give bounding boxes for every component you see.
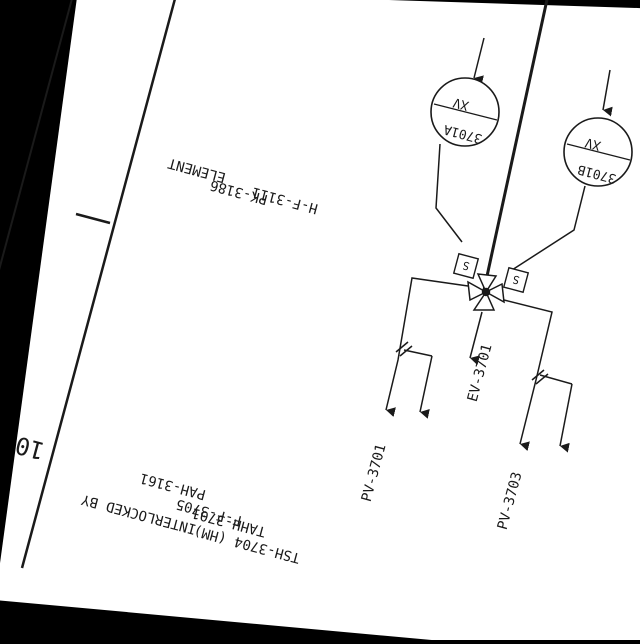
xv-3701b-bubble[interactable]: XV 3701B xyxy=(563,117,633,187)
xv-3701a-bubble[interactable]: XV 3701A xyxy=(430,77,500,147)
xv-3701b-type: XV xyxy=(583,134,602,153)
outlet-piping xyxy=(385,277,573,453)
solenoid-a-label: S xyxy=(461,258,471,272)
process-line xyxy=(482,0,549,291)
four-way-valve[interactable] xyxy=(467,273,505,311)
signal-lines xyxy=(435,37,613,271)
sheet-border xyxy=(0,0,176,569)
solenoid-a: S xyxy=(452,252,480,280)
solenoid-b: S xyxy=(502,266,530,294)
xv-3701a-type: XV xyxy=(451,94,470,113)
solenoid-b-label: S xyxy=(511,272,521,286)
